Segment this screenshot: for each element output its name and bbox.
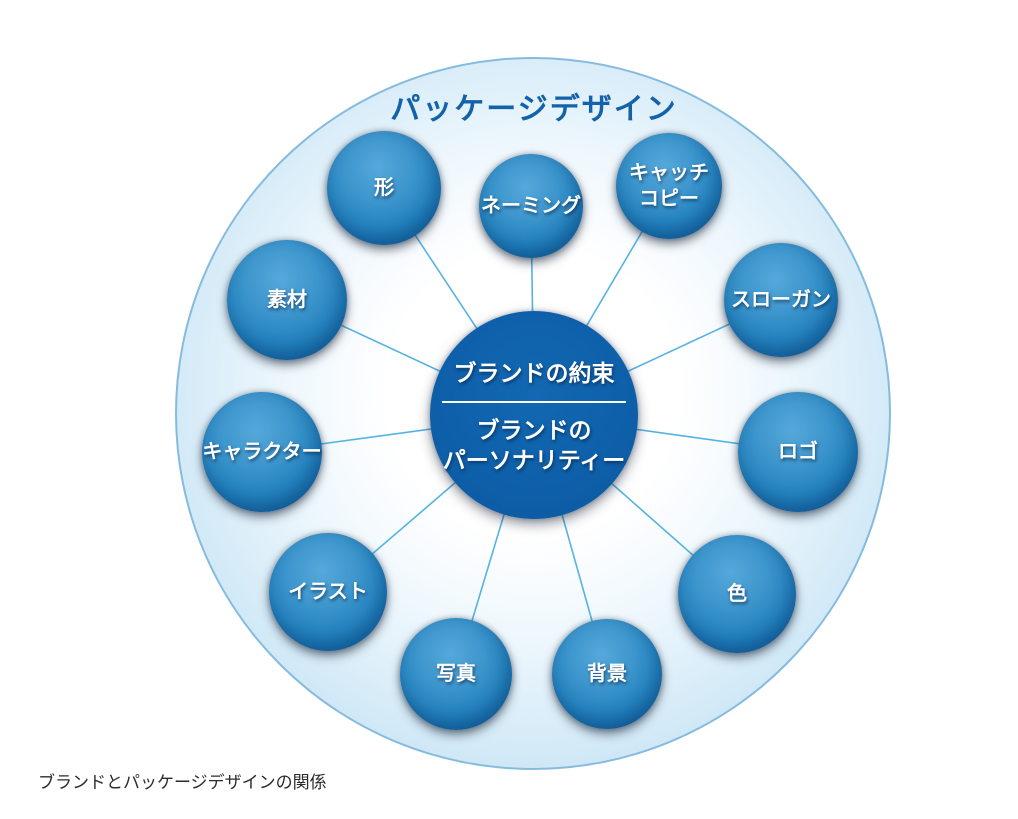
satellite-label-shape: 形 <box>374 177 394 199</box>
satellite-node-material: 素材 <box>227 240 347 360</box>
satellite-node-logo: ロゴ <box>738 392 858 512</box>
satellite-label-character: キャラクター <box>202 441 322 463</box>
satellite-node-illustration: イラスト <box>269 533 387 651</box>
figure-caption: ブランドとパッケージデザインの関係 <box>38 773 327 792</box>
satellite-label-slogan: スローガン <box>731 289 831 311</box>
satellite-label-illustration: イラスト <box>288 581 368 603</box>
satellite-node-background: 背景 <box>552 619 662 729</box>
satellite-label-background: 背景 <box>587 663 627 685</box>
satellite-label-color: 色 <box>727 583 747 605</box>
satellite-label-naming: ネーミング <box>481 195 581 217</box>
center-node: ブランドの約束 ブランドの パーソナリティー <box>430 311 638 519</box>
brand-promise-label: ブランドの約束 <box>453 360 615 387</box>
center-divider <box>442 401 626 404</box>
satellite-node-character: キャラクター <box>202 392 322 512</box>
satellite-label-material: 素材 <box>267 289 307 311</box>
satellite-node-catch-copy: キャッチ コピー <box>616 133 722 239</box>
satellite-node-naming: ネーミング <box>479 154 583 258</box>
satellite-node-color: 色 <box>678 535 796 653</box>
satellite-label-logo: ロゴ <box>778 441 818 463</box>
satellite-node-slogan: スローガン <box>724 243 838 357</box>
brand-personality-label: ブランドの パーソナリティー <box>442 417 626 473</box>
satellite-node-photo: 写真 <box>400 618 512 730</box>
satellite-label-photo: 写真 <box>436 663 476 685</box>
diagram-title: パッケージデザイン <box>390 93 678 126</box>
satellite-label-catch-copy: キャッチ コピー <box>629 162 709 210</box>
satellite-node-shape: 形 <box>327 131 441 245</box>
